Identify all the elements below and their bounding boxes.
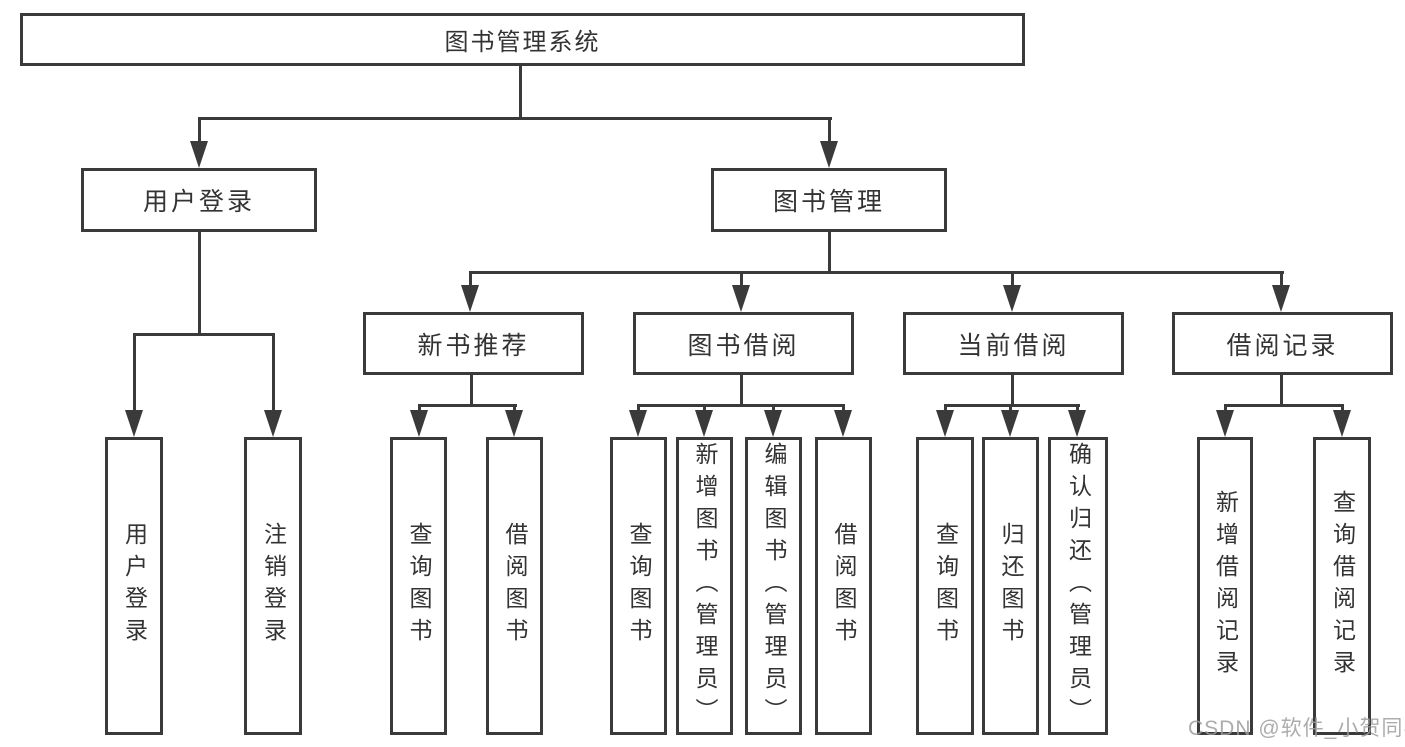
leaf-query-books-current: 查询图书 (916, 437, 974, 735)
connector-line (1280, 373, 1283, 407)
arrowhead-down-icon (732, 285, 750, 312)
arrowhead-down-icon (1068, 410, 1086, 437)
connector-line (198, 117, 832, 120)
connector-line (519, 64, 522, 119)
node-user-login: 用户登录 (81, 168, 317, 232)
connector-line (740, 373, 743, 407)
leaf-query-borrow-record: 查询借阅记录 (1313, 437, 1371, 735)
node-book-management: 图书管理 (711, 168, 947, 232)
arrowhead-down-icon (1001, 410, 1019, 437)
arrowhead-down-icon (1333, 410, 1351, 437)
connector-line (740, 271, 743, 289)
node-borrowing-records: 借阅记录 (1172, 312, 1393, 375)
connector-line (469, 271, 472, 289)
csdn-watermark: CSDN @软件_小贺同学 (1188, 717, 1405, 740)
leaf-query-books-borrowing: 查询图书 (610, 437, 667, 735)
arrowhead-down-icon (820, 141, 838, 168)
leaf-add-books-admin: 新增图书（管理员） (676, 437, 733, 735)
connector-line (418, 404, 517, 407)
arrowhead-down-icon (1216, 410, 1234, 437)
arrowhead-down-icon (629, 410, 647, 437)
connector-line (944, 404, 1080, 407)
connector-line (828, 117, 831, 145)
leaf-edit-books-admin: 编辑图书（管理员） (745, 437, 802, 735)
arrowhead-down-icon (125, 410, 143, 437)
connector-line (198, 230, 201, 336)
node-root: 图书管理系统 (20, 13, 1025, 66)
leaf-query-books-recommend: 查询图书 (390, 437, 447, 735)
node-book-borrowing: 图书借阅 (633, 312, 854, 375)
leaf-add-borrow-record: 新增借阅记录 (1197, 437, 1253, 735)
arrowhead-down-icon (695, 410, 713, 437)
connector-line (1280, 271, 1283, 289)
arrowhead-down-icon (264, 410, 282, 437)
arrowhead-down-icon (834, 410, 852, 437)
connector-line (469, 271, 1284, 274)
node-current-borrowing: 当前借阅 (903, 312, 1124, 375)
arrowhead-down-icon (461, 285, 479, 312)
connector-line (133, 333, 136, 415)
arrowhead-down-icon (190, 141, 208, 168)
arrowhead-down-icon (1003, 285, 1021, 312)
arrowhead-down-icon (1272, 285, 1290, 312)
connector-line (637, 404, 845, 407)
leaf-user-login: 用户登录 (105, 437, 163, 735)
connector-line (198, 117, 201, 145)
connector-line (133, 333, 275, 336)
leaf-borrow-books-recommend: 借阅图书 (486, 437, 543, 735)
arrowhead-down-icon (764, 410, 782, 437)
arrowhead-down-icon (936, 410, 954, 437)
connector-line (1011, 373, 1014, 407)
arrowhead-down-icon (505, 410, 523, 437)
connector-line (1011, 271, 1014, 289)
node-new-book-recommend: 新书推荐 (363, 312, 584, 375)
leaf-confirm-return-admin: 确认归还（管理员） (1048, 437, 1108, 735)
leaf-borrow-books: 借阅图书 (815, 437, 872, 735)
leaf-logout: 注销登录 (244, 437, 302, 735)
connector-line (470, 373, 473, 407)
connector-line (272, 333, 275, 415)
connector-line (828, 230, 831, 274)
connector-line (1224, 404, 1344, 407)
leaf-return-books: 归还图书 (982, 437, 1039, 735)
arrowhead-down-icon (410, 410, 428, 437)
